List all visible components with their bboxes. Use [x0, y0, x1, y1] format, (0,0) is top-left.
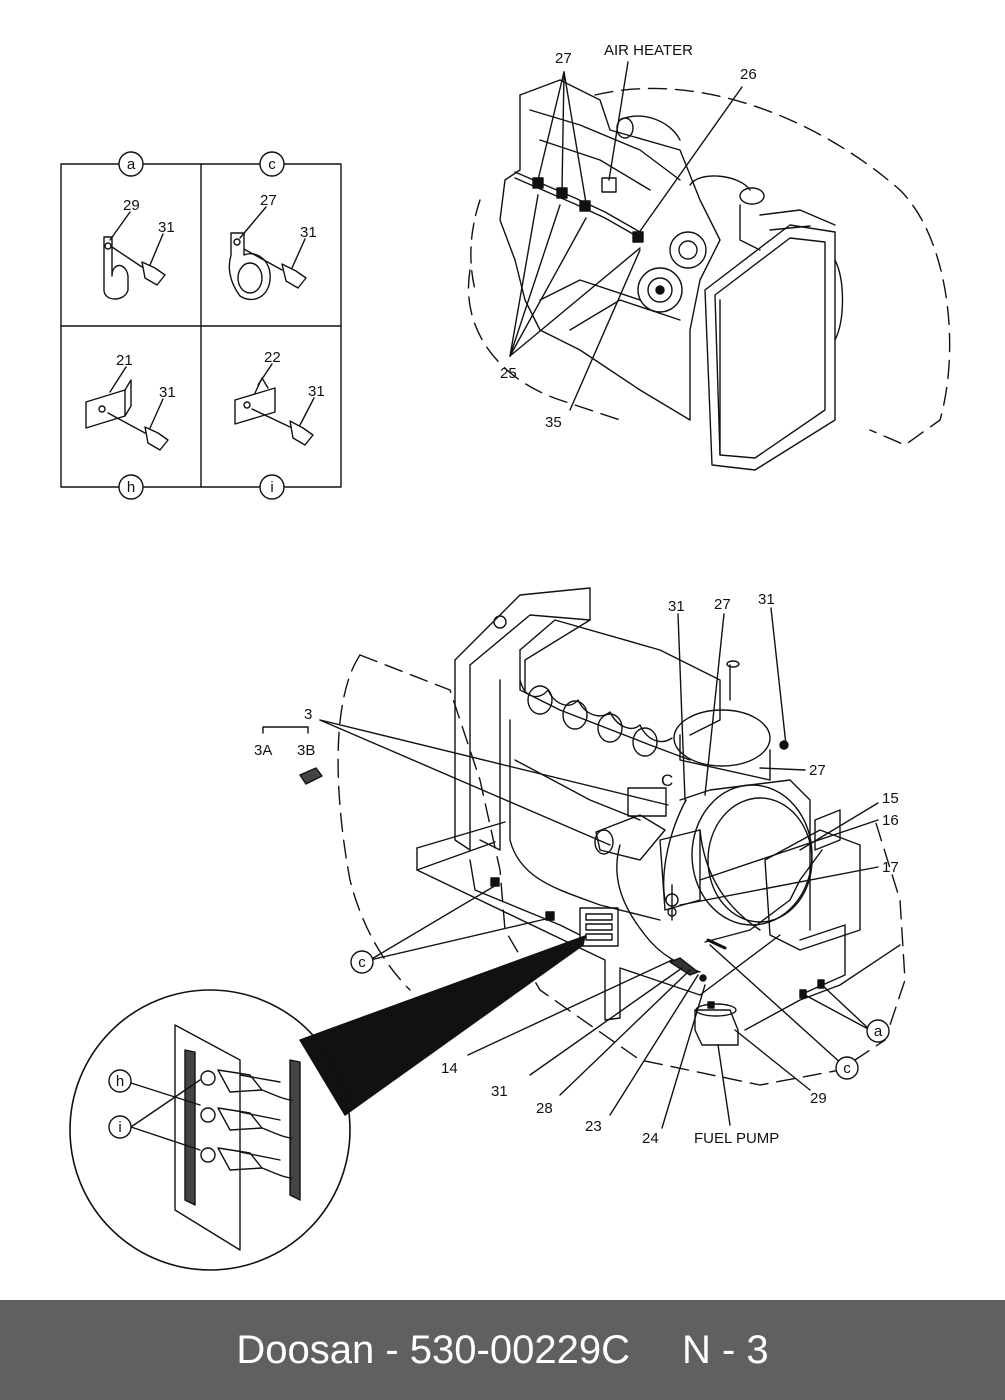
grid-letter-c: c [268, 156, 276, 173]
label-part-27-right: 27 [809, 762, 826, 779]
label-part-27-top: 27 [555, 50, 572, 67]
label-part-31-bottom: 31 [491, 1083, 508, 1100]
callout-circle-h [118, 474, 144, 500]
callout-c-right: c [843, 1060, 851, 1077]
bottom-engine-view [262, 587, 906, 1086]
callout-a-right: a [874, 1023, 883, 1040]
label-part-16: 16 [882, 812, 899, 829]
label-fuel-pump: FUEL PUMP [694, 1130, 779, 1147]
top-view-labels: AIR HEATER 27 26 25 35 [500, 42, 757, 431]
label-part-14: 14 [441, 1060, 458, 1077]
footer-page-number: N - 3 [681, 1327, 769, 1372]
label-part-15: 15 [882, 790, 899, 807]
grid-letter-i: i [270, 479, 273, 496]
label-part-26: 26 [740, 66, 757, 83]
grid-a-part: 29 [123, 197, 140, 214]
callout-circle-i-zoom [108, 1115, 132, 1139]
callout-circle-c [259, 151, 285, 177]
label-part-31-top-left: 31 [668, 598, 685, 615]
label-part-24: 24 [642, 1130, 659, 1147]
label-part-25: 25 [500, 365, 517, 382]
label-part-31-top-right: 31 [758, 591, 775, 608]
zoom-wedge [299, 935, 586, 1116]
label-part-17: 17 [882, 859, 899, 876]
top-leaders [509, 61, 743, 411]
footer-brand-part-number: Doosan - 530-00229C [236, 1327, 630, 1372]
label-part-3b: 3B [297, 742, 315, 759]
bottom-view-labels: 3 3A 3B 31 27 31 27 15 16 17 C c a c 14 … [254, 591, 899, 1147]
callout-circle-a [118, 151, 144, 177]
zoom-letter-i: i [118, 1119, 121, 1136]
grid-c-part: 27 [260, 192, 277, 209]
grid-i-bolt: 31 [308, 383, 325, 400]
zoom-letter-h: h [116, 1073, 124, 1090]
top-engine-view [467, 79, 951, 471]
label-part-35: 35 [545, 414, 562, 431]
grid-a-bolt: 31 [158, 219, 175, 236]
grid-letter-a: a [127, 156, 136, 173]
grid-letter-h: h [127, 479, 135, 496]
zoom-detail [69, 989, 351, 1271]
label-c-mark: C [661, 771, 673, 790]
grid-i-part: 22 [264, 349, 281, 366]
footer-bar: Doosan - 530-00229C N - 3 [0, 1300, 1005, 1400]
detail-grid-labels: a c h i 29 31 27 31 21 31 22 31 [116, 156, 325, 496]
bottom-leaders [319, 607, 879, 1129]
label-part-27-top: 27 [714, 596, 731, 613]
callout-circle-c-right [835, 1056, 859, 1080]
label-air-heater: AIR HEATER [604, 42, 693, 59]
label-part-28: 28 [536, 1100, 553, 1117]
callout-c-left: c [358, 954, 366, 971]
grid-h-part: 21 [116, 352, 133, 369]
callout-circle-h-zoom [108, 1069, 132, 1093]
zoom-labels: h i [116, 1073, 124, 1136]
callout-circle-a-right [866, 1019, 890, 1043]
detail-grid [60, 163, 342, 488]
callout-circle-c-left [350, 950, 374, 974]
callout-circle-i [259, 474, 285, 500]
grid-c-bolt: 31 [300, 224, 317, 241]
exploded-view-drawing: AIR HEATER 27 26 25 35 a c h i 29 31 27 … [60, 42, 951, 1271]
label-part-23: 23 [585, 1118, 602, 1135]
label-part-29: 29 [810, 1090, 827, 1107]
label-part-3a: 3A [254, 742, 272, 759]
grid-h-bolt: 31 [159, 384, 176, 401]
label-part-3: 3 [304, 706, 312, 723]
